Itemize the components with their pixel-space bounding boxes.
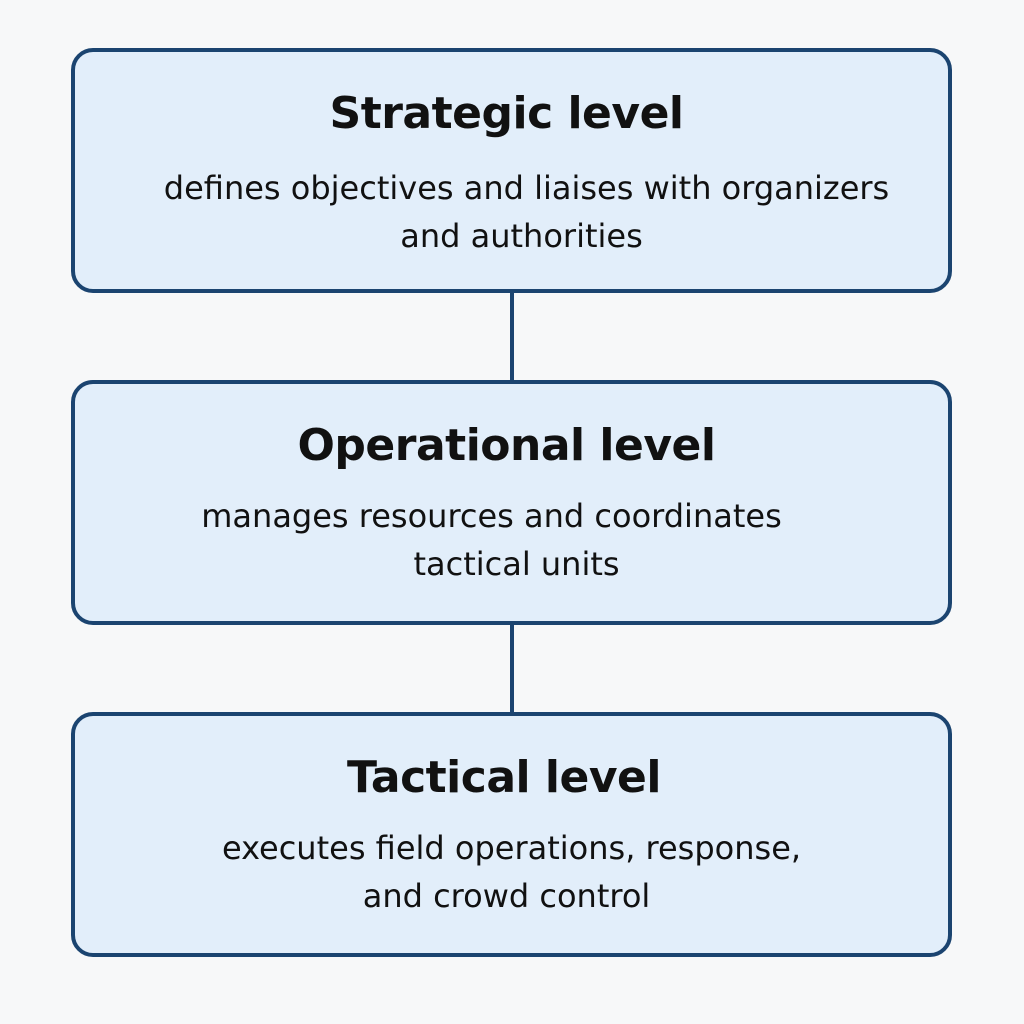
description-line: tactical units — [413, 545, 620, 583]
operational-level-box: Operational level manages resources and … — [71, 380, 952, 625]
strategic-level-title: Strategic level — [329, 88, 685, 139]
operational-level-title: Operational level — [297, 420, 716, 471]
tactical-level-description: executes field operations, response, and… — [75, 824, 948, 920]
description-line: executes field operations, response, — [221, 829, 802, 867]
description-line: defines objectives and liaises with orga… — [163, 169, 890, 207]
connector-strategic-operational — [510, 293, 514, 383]
tactical-level-title: Tactical level — [347, 752, 661, 803]
strategic-level-description: defines objectives and liaises with orga… — [75, 164, 948, 260]
description-line: manages resources and coordinates — [201, 497, 782, 535]
connector-operational-tactical — [510, 624, 514, 714]
tactical-level-box: Tactical level executes field operations… — [71, 712, 952, 957]
strategic-level-box: Strategic level defines objectives and l… — [71, 48, 952, 293]
description-line: and authorities — [400, 217, 643, 255]
description-line: and crowd control — [362, 877, 651, 915]
operational-level-description: manages resources and coordinates tactic… — [75, 492, 948, 588]
